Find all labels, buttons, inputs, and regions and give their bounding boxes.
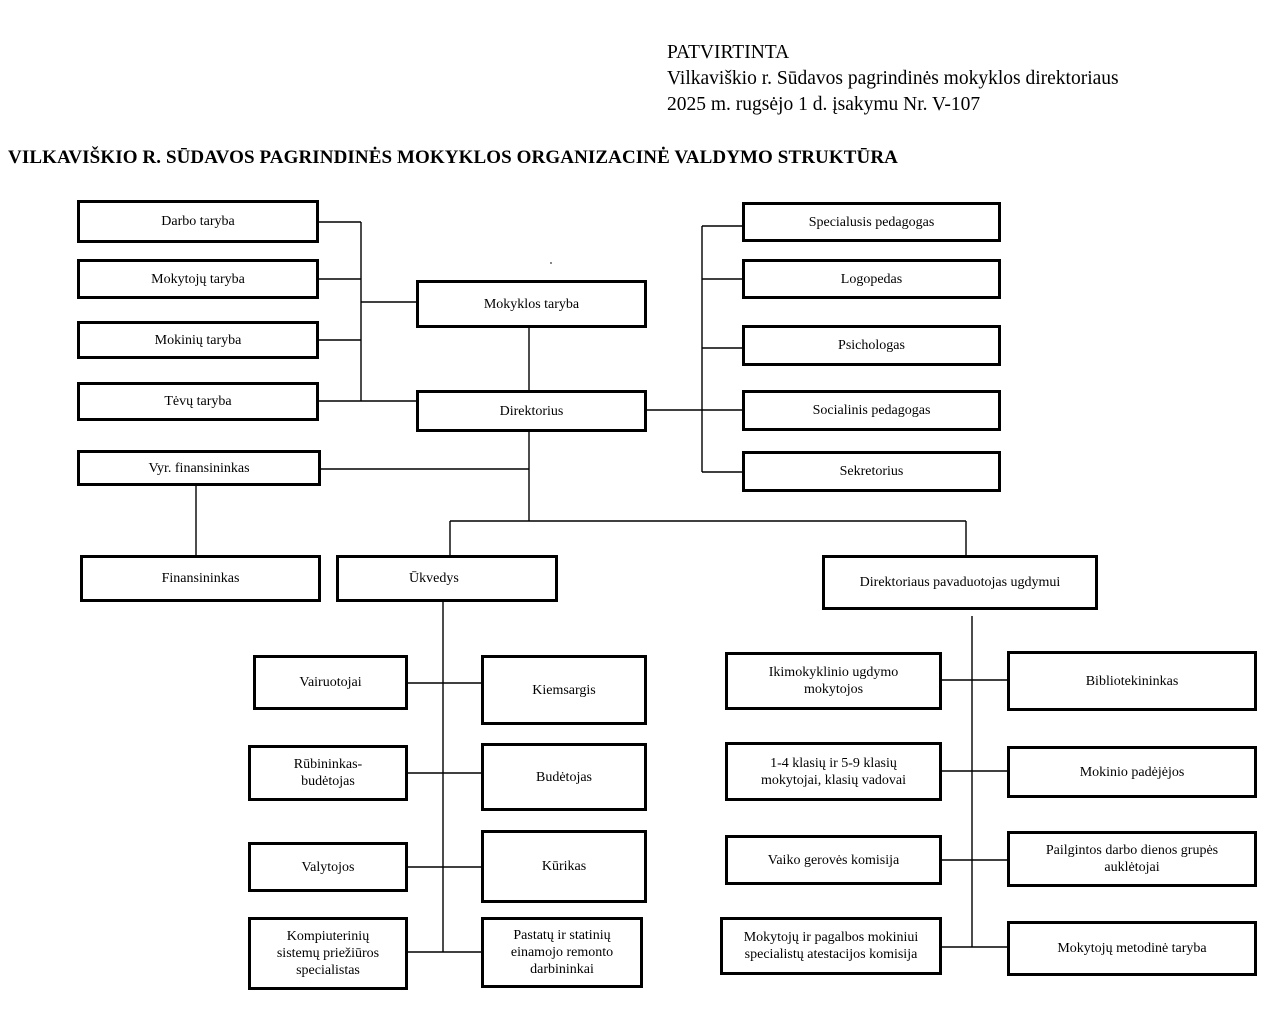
box-darbo-taryba: Darbo taryba: [77, 200, 319, 243]
box-ikimokyklinio-mokytojos: Ikimokyklinio ugdymo mokytojos: [725, 652, 942, 710]
box-sekretorius: Sekretorius: [742, 451, 1001, 492]
box-kiemsargis: Kiemsargis: [481, 655, 647, 725]
document-title: VILKAVIŠKIO R. SŪDAVOS PAGRINDINĖS MOKYK…: [8, 147, 898, 168]
box-socialinis-pedagogas: Socialinis pedagogas: [742, 390, 1001, 431]
box-logopedas: Logopedas: [742, 259, 1001, 299]
scan-speck: [550, 262, 552, 264]
box-kompiuteriniu-specialistas: Kompiuterinių sistemų priežiūros special…: [248, 917, 408, 990]
box-finansininkas: Finansininkas: [80, 555, 321, 602]
box-metodine-taryba: Mokytojų metodinė taryba: [1007, 921, 1257, 976]
box-vaiko-geroves-komisija: Vaiko gerovės komisija: [725, 835, 942, 885]
box-mokytoju-taryba: Mokytojų taryba: [77, 259, 319, 299]
box-ukvedys: Ūkvedys: [336, 555, 558, 602]
approved-label: PATVIRTINTA: [667, 42, 790, 63]
box-psichologas: Psichologas: [742, 325, 1001, 366]
box-atestacijos-komisija: Mokytojų ir pagalbos mokiniui specialist…: [720, 917, 942, 975]
approved-by: Vilkaviškio r. Sūdavos pagrindinės mokyk…: [667, 68, 1119, 89]
box-mokinio-padejejos: Mokinio padėjėjos: [1007, 746, 1257, 798]
box-budetojas: Budėtojas: [481, 743, 647, 811]
box-rubininkas-budetojas: Rūbininkas- budėtojas: [248, 745, 408, 801]
box-specialusis-pedagogas: Specialusis pedagogas: [742, 202, 1001, 242]
approval-block: PATVIRTINTA Vilkaviškio r. Sūdavos pagri…: [667, 40, 1119, 118]
box-pailgintos-grupes-aukletojai: Pailgintos darbo dienos grupės auklėtoja…: [1007, 831, 1257, 887]
box-pastatu-darbininkai: Pastatų ir statinių einamojo remonto dar…: [481, 917, 643, 988]
box-tevu-taryba: Tėvų taryba: [77, 382, 319, 421]
box-vyr-finansininkas: Vyr. finansininkas: [77, 450, 321, 486]
box-direktoriaus-pavaduotojas: Direktoriaus pavaduotojas ugdymui: [822, 555, 1098, 610]
box-mokyklos-taryba: Mokyklos taryba: [416, 280, 647, 328]
box-valytojos: Valytojos: [248, 842, 408, 892]
box-klasiu-mokytojai: 1-4 klasių ir 5-9 klasių mokytojai, klas…: [725, 742, 942, 801]
box-vairuotojai: Vairuotojai: [253, 655, 408, 710]
box-direktorius: Direktorius: [416, 390, 647, 432]
box-mokiniu-taryba: Mokinių taryba: [77, 321, 319, 359]
box-kurikas: Kūrikas: [481, 830, 647, 903]
order-reference: 2025 m. rugsėjo 1 d. įsakymu Nr. V-107: [667, 94, 981, 115]
box-bibliotekininkas: Bibliotekininkas: [1007, 651, 1257, 711]
